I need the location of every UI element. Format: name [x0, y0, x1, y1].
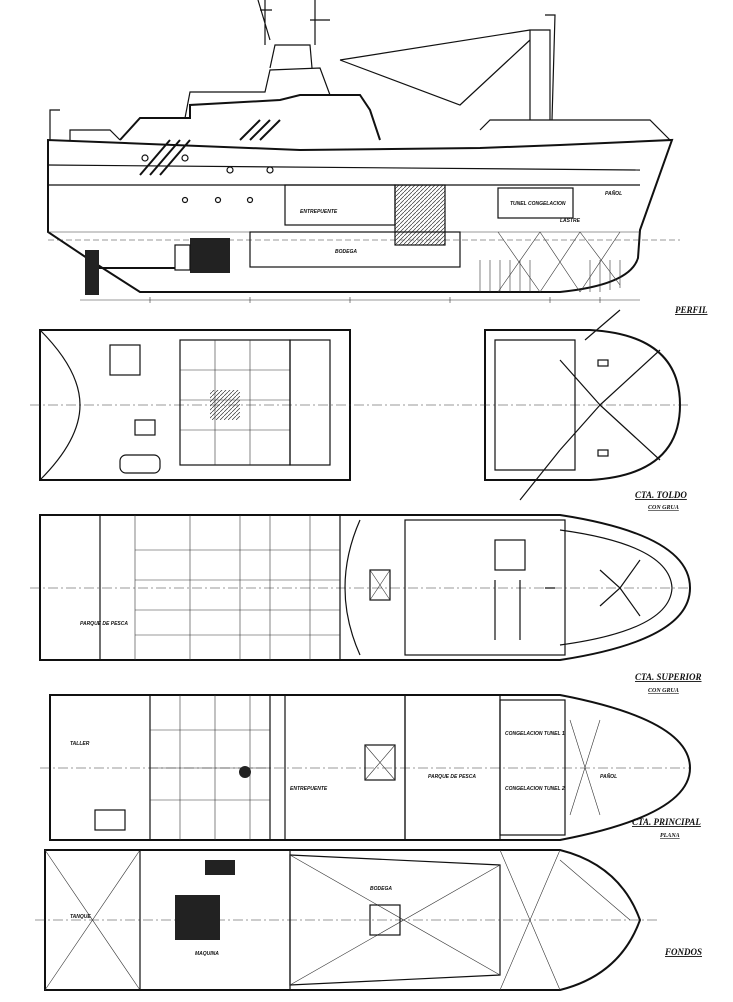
view-title-profile: PERFIL: [675, 305, 708, 315]
room-label: PARQUE DE PESCA: [428, 774, 476, 780]
main-engine: [190, 238, 230, 273]
view-title-main: CTA. PRINCIPAL: [632, 817, 701, 827]
room-label: ENTREPUENTE: [300, 209, 338, 215]
room-label: PAÑOL: [605, 190, 622, 197]
room-label: BODEGA: [370, 886, 392, 892]
view-subtitle-awning: CON GRUA: [648, 505, 679, 511]
rudder: [85, 250, 99, 295]
view-subtitle-main: PLANA: [660, 833, 680, 839]
upper-deck-plan: PARQUE DE PESCA CTA. SUPERIOR CON GRUA: [30, 514, 702, 694]
room-label: BODEGA: [335, 249, 357, 255]
room-label: TALLER: [70, 741, 90, 747]
room-label: PARQUE DE PESCA: [80, 621, 128, 627]
room-label: ENTREPUENTE: [290, 786, 328, 792]
room-label: TUNEL CONGELACION: [510, 201, 566, 207]
room-label: TANQUE: [70, 914, 91, 920]
profile-view: ENTREPUENTE BODEGA TUNEL CONGELACION PAÑ…: [47, 0, 708, 315]
room-label: CONGELACION TUNEL 1: [505, 731, 565, 737]
engine-block: [175, 895, 220, 940]
crane: [339, 29, 551, 120]
awning-deck-plan: CTA. TOLDO CON GRUA: [30, 309, 690, 511]
room-label: CONGELACION TUNEL 2: [505, 786, 565, 792]
rescue-boat: [119, 454, 161, 474]
room-label: MAQUINA: [195, 951, 219, 957]
bottoms-plan: MAQUINA BODEGA TANQUE FONDOS: [35, 849, 702, 991]
main-deck-plan: ENTREPUENTE PARQUE DE PESCA CONGELACION …: [40, 694, 701, 841]
view-subtitle-upper: CON GRUA: [648, 688, 679, 694]
hull-profile: [47, 138, 674, 293]
room-label: PAÑOL: [600, 773, 617, 780]
portholes: [141, 154, 274, 204]
view-title-awning: CTA. TOLDO: [635, 490, 687, 500]
room-label: LASTRE: [560, 218, 581, 224]
mast: [257, 0, 272, 45]
view-title-bottoms: FONDOS: [664, 947, 702, 957]
view-title-upper: CTA. SUPERIOR: [635, 672, 702, 682]
